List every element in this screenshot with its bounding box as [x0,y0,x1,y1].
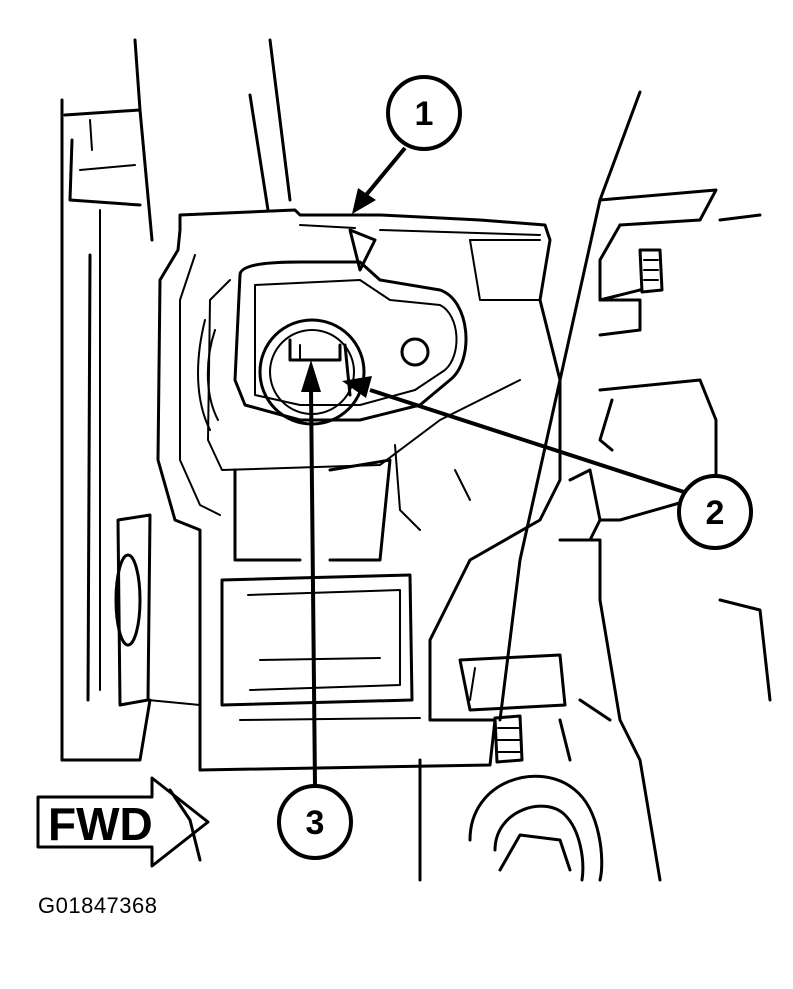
callout-1-label: 1 [415,95,434,133]
leader-line-2 [369,388,685,494]
callout-2: 2 [677,474,753,550]
lower-fitting [418,758,604,882]
fwd-direction-arrow: FWD [36,776,210,868]
main-housing [156,208,562,772]
arrowhead-3 [301,360,321,392]
left-structure [60,38,292,862]
figure-id: G01847368 [38,893,158,918]
callout-3-label: 3 [306,804,325,842]
callout-1: 1 [386,75,462,151]
right-structure [458,90,772,882]
leader-lines [301,146,685,787]
leader-line-1 [360,146,407,202]
callout-3: 3 [277,784,353,860]
leader-line-3 [309,387,317,787]
callout-2-label: 2 [706,494,725,532]
arrowhead-2 [342,376,372,398]
fwd-label: FWD [48,798,153,850]
arrowhead-1 [352,188,376,214]
